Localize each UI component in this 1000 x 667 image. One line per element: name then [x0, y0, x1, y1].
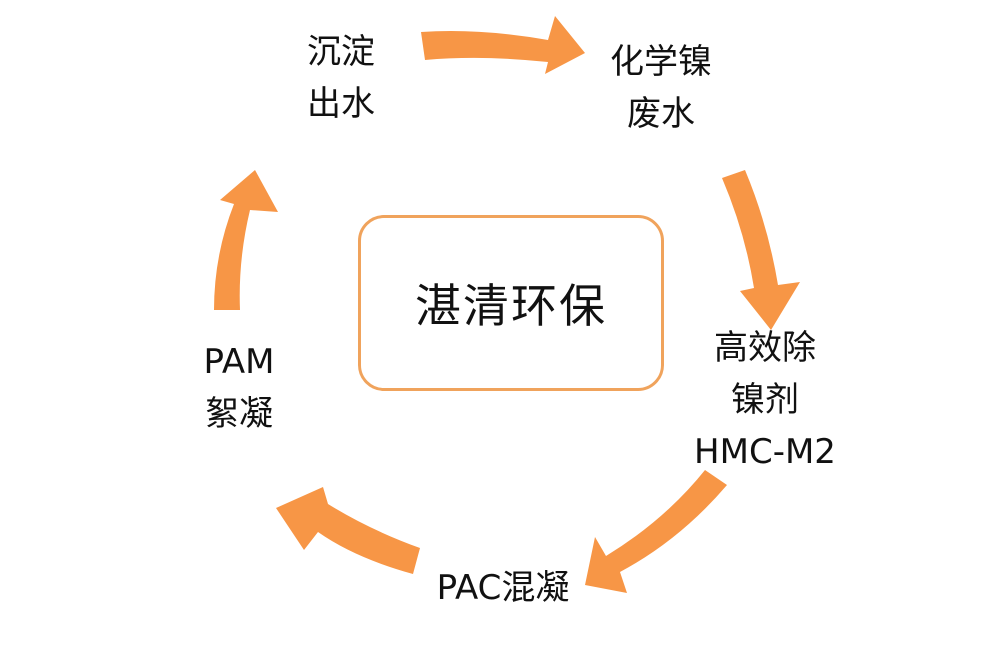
cycle-arrows: [214, 16, 800, 593]
step-line: 絮凝: [205, 394, 273, 434]
step-line: 废水: [627, 94, 695, 134]
step-line: 高效除: [714, 328, 816, 368]
step-label-removal-agent: 高效除 镍剂 HMC-M2: [680, 322, 850, 478]
step-line: PAC混凝: [436, 568, 570, 608]
step-line: HMC-M2: [694, 432, 836, 472]
step-label-pam-flocculation: PAM 絮凝: [184, 336, 294, 440]
arrow-effluent-to-wastewater: [421, 16, 585, 74]
step-line: 出水: [307, 84, 375, 124]
center-box: 湛清环保: [358, 215, 664, 391]
step-line: 化学镍: [610, 42, 712, 82]
step-label-pac-coagulation: PAC混凝: [418, 562, 588, 614]
arrow-pac-to-pam: [276, 487, 420, 574]
step-line: 镍剂: [731, 380, 799, 420]
step-label-nickel-wastewater: 化学镍 废水: [596, 36, 726, 140]
step-line: 沉淀: [307, 32, 375, 72]
arrow-pam-to-effluent: [214, 170, 278, 310]
step-label-settled-effluent: 沉淀 出水: [286, 26, 396, 130]
arrow-agent-to-pac: [585, 470, 727, 593]
arrow-wastewater-to-agent: [722, 170, 800, 330]
step-line: PAM: [203, 342, 275, 382]
center-title: 湛清环保: [415, 279, 607, 333]
